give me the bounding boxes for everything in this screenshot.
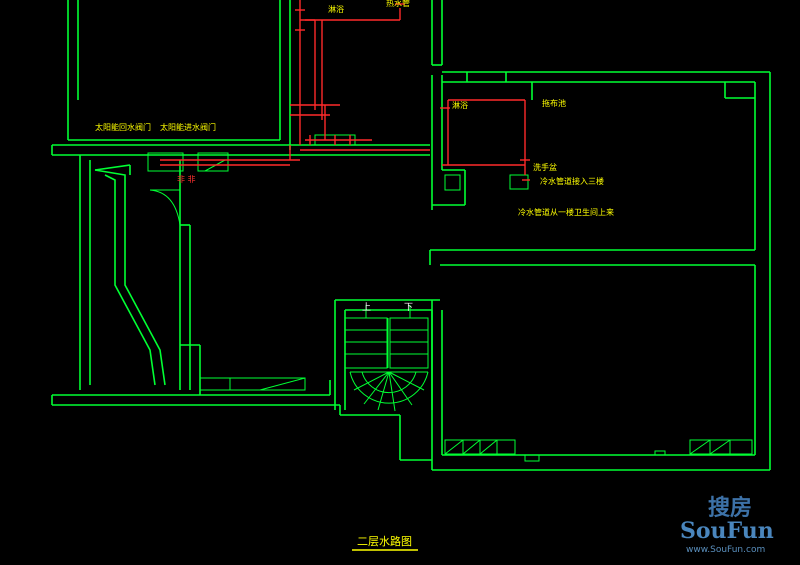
label-wash-basin: 洗手盆 bbox=[533, 162, 557, 172]
walls-right-lower bbox=[431, 310, 770, 471]
water-pipes bbox=[160, 0, 530, 181]
label-pipe-top: 热水管 bbox=[386, 0, 410, 8]
walls-upper-left bbox=[51, 0, 430, 156]
label-cold-pipe: 冷水管道从一楼卫生间上来 bbox=[518, 207, 614, 217]
drawing-title: 二层水路图 bbox=[357, 535, 412, 548]
walls-right-upper bbox=[429, 71, 771, 470]
staircase bbox=[334, 299, 440, 412]
fixtures-top bbox=[147, 134, 529, 191]
watermark-url: www.SouFun.com bbox=[686, 545, 765, 555]
labels: 太阳能回水阀门 太阳能进水阀门 淋浴 热水管 淋浴 拖布池 洗手盆 冷水管道接入… bbox=[95, 0, 614, 313]
label-stairs-down: 下 bbox=[404, 303, 413, 313]
label-red-mark: 非 非 bbox=[177, 174, 196, 184]
watermark-cn: 搜房 bbox=[708, 495, 752, 521]
label-shower-top: 淋浴 bbox=[328, 4, 344, 14]
walls-upper-mid bbox=[431, 0, 466, 210]
watermark-en: SouFun bbox=[680, 518, 774, 544]
walls-left-lower bbox=[51, 155, 432, 461]
label-solar-inlet-valve: 太阳能进水阀门 bbox=[160, 122, 216, 132]
label-shower-mid: 淋浴 bbox=[452, 100, 468, 110]
soufun-watermark: 搜房 SouFun www.SouFun.com bbox=[680, 495, 774, 555]
label-mop-pool: 拖布池 bbox=[542, 98, 566, 108]
label-solar-return-valve: 太阳能回水阀门 bbox=[95, 122, 151, 132]
label-hot-pipe: 冷水管道接入三楼 bbox=[540, 176, 604, 186]
label-stairs-up: 上 bbox=[362, 302, 371, 313]
